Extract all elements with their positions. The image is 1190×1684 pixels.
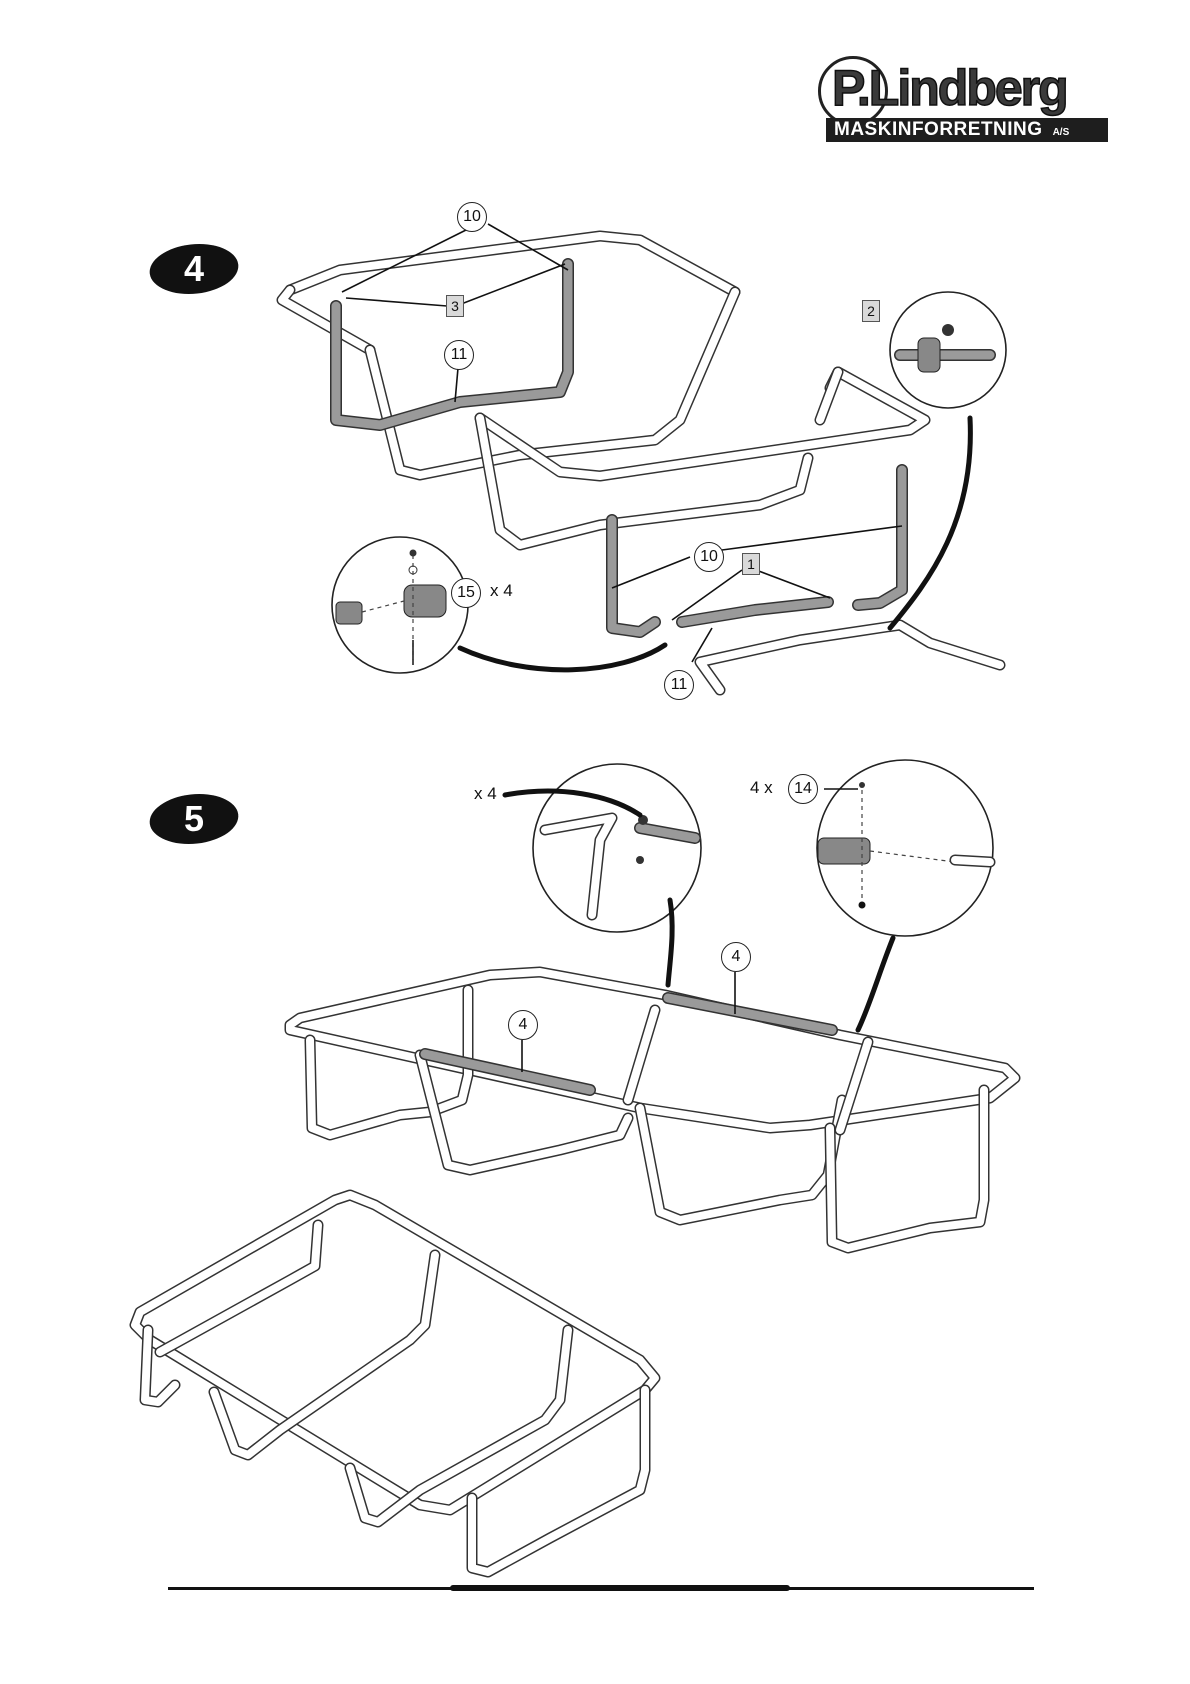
- part-callout-10-bottom: 10: [694, 542, 724, 572]
- part-tag-2: 2: [862, 300, 880, 322]
- part-callout-15: 15: [451, 578, 481, 608]
- footer-rule-accent: [450, 1585, 790, 1591]
- part-callout-11-top: 11: [444, 340, 474, 370]
- step-4-frame-right: [480, 372, 1000, 690]
- part-callout-11-bottom: 11: [664, 670, 694, 700]
- quantity-label-15: x 4: [490, 581, 513, 601]
- quantity-label-x4: x 4: [474, 784, 497, 804]
- part-callout-10-top: 10: [457, 202, 487, 232]
- part-callout-14: 14: [788, 774, 818, 804]
- part-tag-1: 1: [742, 553, 760, 575]
- assembled-frame: [135, 1195, 655, 1572]
- step-5-frame: [290, 972, 1015, 1248]
- quantity-prefix-14: 4 x: [750, 778, 773, 798]
- part-callout-4-right: 4: [721, 942, 751, 972]
- part-tag-3: 3: [446, 295, 464, 317]
- part-callout-4-left: 4: [508, 1010, 538, 1040]
